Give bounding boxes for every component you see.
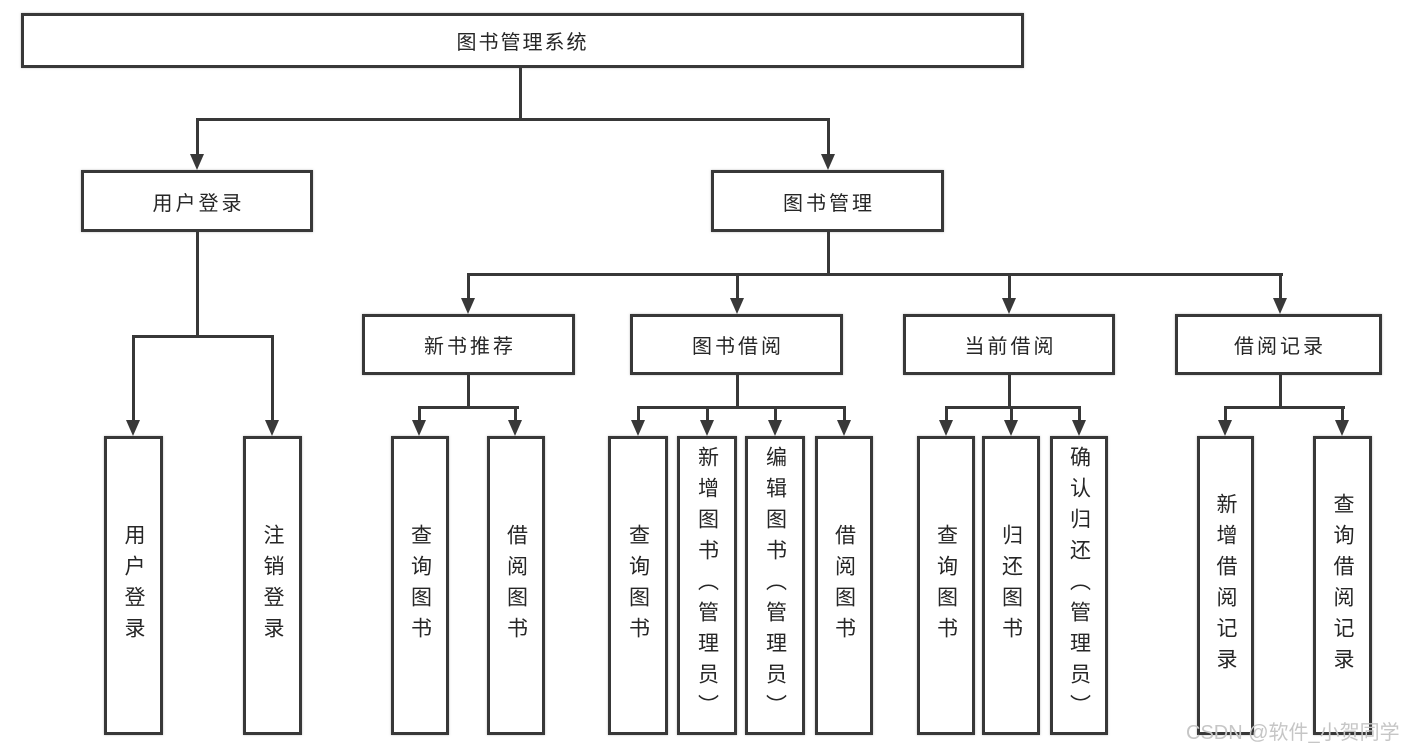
node-new-book-recommendation: 新书推荐 [362, 314, 575, 375]
edge-to-leaf-borrow1 [514, 406, 517, 422]
edge-current-hbar [945, 406, 1081, 409]
arrowhead-book-mgmt [821, 154, 835, 170]
edge-root-hbar [196, 118, 830, 121]
leaf-label: 用户登录 [122, 523, 145, 648]
node-label: 图书借阅 [692, 336, 784, 358]
arrowhead-user-login [190, 154, 204, 170]
edge-to-leaf-add-book [706, 406, 709, 422]
edge-borrowing-hbar [637, 406, 846, 409]
edge-to-leaf-return [1010, 406, 1013, 422]
edge-records-stem [1279, 375, 1282, 409]
arrowhead-leaf-user-login [126, 420, 140, 436]
edge-to-leaf-query1 [418, 406, 421, 422]
leaf-label: 查询图书 [934, 523, 958, 648]
edge-to-recommend-stem [467, 273, 470, 301]
edge-to-leaf-query-record [1341, 406, 1344, 422]
arrowhead-leaf-add-record [1218, 420, 1232, 436]
node-user-login: 用户登录 [81, 170, 313, 232]
leaf-label: 借阅图书 [504, 523, 528, 648]
node-label: 新书推荐 [424, 336, 516, 358]
arrowhead-leaf-query-record [1335, 420, 1349, 436]
leaf-edit-book-admin: 编辑图书（管理员） [745, 436, 805, 735]
edge-to-leaf-logout [271, 335, 274, 421]
edge-borrowing-stem [736, 375, 739, 409]
node-book-borrowing: 图书借阅 [630, 314, 843, 375]
node-label: 当前借阅 [964, 336, 1057, 358]
arrowhead-recommend [461, 298, 475, 314]
edge-to-borrowing-stem [736, 273, 739, 301]
edge-to-leaf-add-record [1224, 406, 1227, 422]
arrowhead-leaf-query1 [412, 420, 426, 436]
arrowhead-leaf-logout [265, 420, 279, 436]
edge-to-current-stem [1008, 273, 1011, 301]
node-label: 借阅记录 [1234, 336, 1326, 358]
edge-to-leaf-borrow2 [843, 406, 846, 422]
edge-to-leaf-edit-book [774, 406, 777, 422]
leaf-label: 归还图书 [999, 523, 1023, 648]
edge-user-login-stem [196, 232, 199, 338]
node-current-borrowing: 当前借阅 [903, 314, 1115, 375]
node-borrowing-records: 借阅记录 [1175, 314, 1382, 375]
edge-root-stem [519, 68, 522, 121]
edge-to-leaf-confirm [1078, 406, 1081, 422]
csdn-watermark: CSDN @软件_小贺同学 [1186, 722, 1400, 744]
arrowhead-leaf-borrow2 [837, 420, 851, 436]
leaf-logout: 注销登录 [243, 436, 302, 735]
leaf-label: 新增借阅记录 [1214, 492, 1237, 679]
arrowhead-records [1273, 298, 1287, 314]
leaf-borrow-books-borrowing: 借阅图书 [815, 436, 873, 735]
leaf-label: 确认归还（管理员） [1067, 446, 1091, 725]
leaf-label: 编辑图书（管理员） [763, 446, 787, 725]
edge-book-mgmt-hbar [467, 273, 1283, 276]
leaf-borrow-books-recommend: 借阅图书 [487, 436, 545, 735]
leaf-query-books-borrowing: 查询图书 [608, 436, 668, 735]
leaf-add-book-admin: 新增图书（管理员） [677, 436, 737, 735]
node-label: 图书管理系统 [456, 32, 589, 54]
node-label: 用户登录 [152, 192, 245, 215]
leaf-label: 查询图书 [626, 523, 650, 648]
edge-recommend-hbar [418, 406, 519, 409]
arrowhead-leaf-return [1004, 420, 1018, 436]
edge-to-leaf-query2 [637, 406, 640, 422]
leaf-label: 查询借阅记录 [1331, 492, 1354, 679]
edge-recommend-stem [467, 375, 470, 409]
node-library-management-system: 图书管理系统 [21, 13, 1024, 68]
arrowhead-leaf-query3 [939, 420, 953, 436]
edge-current-stem [1008, 375, 1011, 409]
leaf-query-books-current: 查询图书 [917, 436, 975, 735]
leaf-label: 新增图书（管理员） [695, 446, 719, 725]
edge-user-login-hbar [132, 335, 274, 338]
arrowhead-leaf-borrow1 [508, 420, 522, 436]
leaf-label: 借阅图书 [832, 523, 856, 648]
leaf-query-books-recommend: 查询图书 [391, 436, 449, 735]
arrowhead-leaf-confirm [1072, 420, 1086, 436]
leaf-add-borrow-record: 新增借阅记录 [1197, 436, 1254, 735]
leaf-user-login: 用户登录 [104, 436, 163, 735]
leaf-label: 注销登录 [261, 523, 284, 648]
arrowhead-current [1002, 298, 1016, 314]
leaf-label: 查询图书 [408, 523, 432, 648]
edge-records-hbar [1224, 406, 1345, 409]
edge-to-leaf-query3 [945, 406, 948, 422]
edge-to-leaf-user-login [132, 335, 135, 421]
node-book-management: 图书管理 [711, 170, 944, 232]
leaf-return-book: 归还图书 [982, 436, 1040, 735]
leaf-query-borrow-record: 查询借阅记录 [1313, 436, 1372, 735]
edge-to-user-login-stem [196, 118, 199, 156]
arrowhead-leaf-edit-book [768, 420, 782, 436]
node-label: 图书管理 [783, 192, 875, 215]
arrowhead-leaf-add-book [700, 420, 714, 436]
arrowhead-borrowing [730, 298, 744, 314]
leaf-confirm-return-admin: 确认归还（管理员） [1050, 436, 1108, 735]
edge-book-mgmt-stem [827, 232, 830, 276]
edge-to-records-stem [1279, 273, 1282, 301]
edge-to-book-mgmt-stem [827, 118, 830, 156]
arrowhead-leaf-query2 [631, 420, 645, 436]
